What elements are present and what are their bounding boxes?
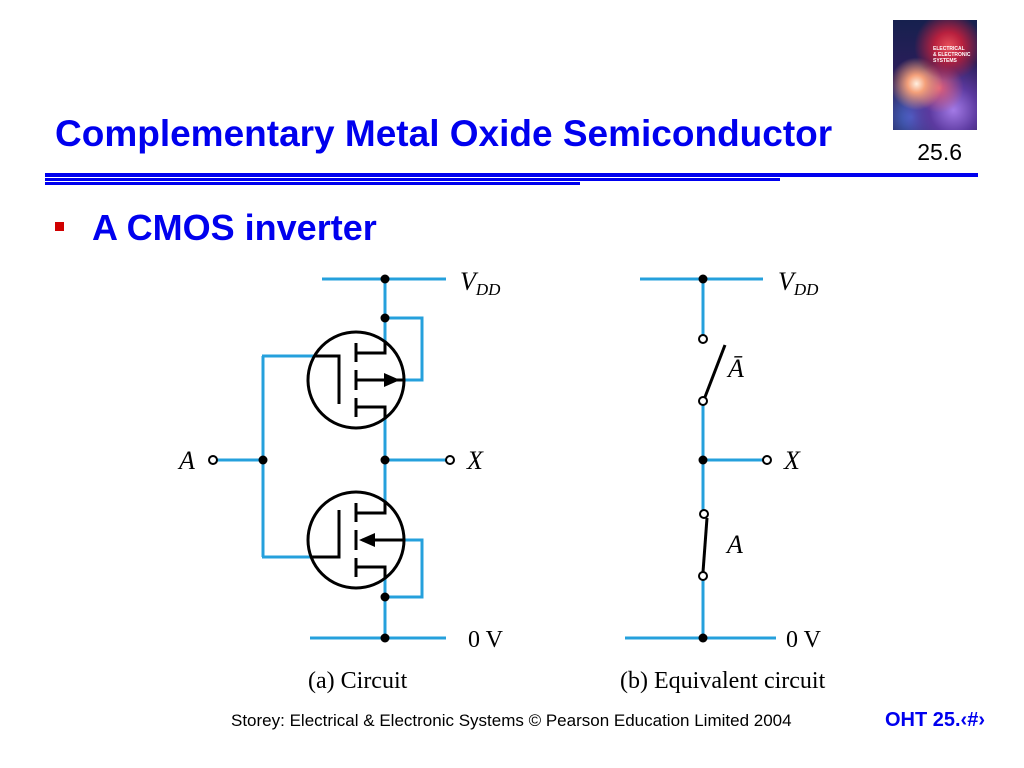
upper-switch-bottom-terminal: [698, 396, 708, 406]
bullet-square-icon: [55, 222, 64, 231]
book-cover-title: ELECTRICAL & ELECTRONIC SYSTEMS: [933, 46, 971, 64]
pmos-drain-lead: [356, 405, 387, 418]
circuit-diagram: VDD A X 0 V (a) Circuit: [177, 267, 504, 694]
junction-dot: [380, 313, 390, 323]
output-label: X: [466, 446, 484, 475]
pmos-source-lead: [356, 342, 387, 355]
cover-line: & ELECTRONIC: [933, 52, 971, 58]
lower-switch-bottom-terminal: [698, 571, 708, 581]
pmos-gate: [315, 354, 341, 404]
cover-line: ELECTRICAL: [933, 46, 965, 52]
nmos-transistor: [306, 490, 406, 590]
lower-switch-label: A: [725, 530, 743, 559]
vdd-label-main: V: [778, 267, 797, 296]
circuit-caption: (a) Circuit: [308, 668, 408, 694]
output-terminal: [762, 455, 772, 465]
junction-dot: [698, 633, 708, 643]
vdd-label-subscript: DD: [475, 280, 501, 299]
title-rule-short: [45, 182, 580, 185]
pmos-arrow-icon: [384, 373, 400, 387]
book-cover-image: ELECTRICAL & ELECTRONIC SYSTEMS: [893, 20, 977, 130]
junction-dot: [698, 274, 708, 284]
upper-switch-top-terminal: [698, 334, 708, 344]
input-label: A: [177, 446, 195, 475]
cover-line: SYSTEMS: [933, 58, 957, 64]
nmos-gate: [311, 510, 341, 559]
vdd-label: VDD: [460, 267, 501, 299]
nmos-source-lead: [356, 565, 387, 578]
ground-label: 0 V: [468, 627, 504, 653]
pmos-body-connection: [385, 316, 424, 382]
ground-label: 0 V: [786, 627, 822, 653]
junction-dot: [380, 592, 390, 602]
nmos-drain-lead: [356, 502, 387, 515]
pmos-transistor: [306, 330, 406, 430]
junction-dot: [380, 633, 390, 643]
upper-switch-label: Ā: [726, 354, 744, 383]
junction-dot: [698, 455, 708, 465]
title-rule-long: [45, 173, 978, 177]
title-rule-medium: [45, 178, 780, 181]
vdd-label: VDD: [778, 267, 819, 299]
junction-dot: [380, 455, 390, 465]
bullet-text: A CMOS inverter: [92, 207, 377, 248]
vdd-label-main: V: [460, 267, 479, 296]
vdd-label-subscript: DD: [793, 280, 819, 299]
junction-dot: [258, 455, 268, 465]
section-number: 25.6: [917, 139, 962, 165]
footer-page-number: OHT 25.‹#›: [884, 709, 985, 731]
lower-switch-blade-closed: [701, 517, 709, 573]
output-label: X: [783, 446, 801, 475]
equivalent-circuit-diagram: VDD Ā A X 0 V (b) Equivalent circuit: [620, 267, 826, 694]
lower-switch-top-terminal: [699, 509, 709, 519]
slide-title: Complementary Metal Oxide Semiconductor: [55, 113, 833, 154]
output-terminal: [445, 455, 455, 465]
footer-credit: Storey: Electrical & Electronic Systems …: [231, 711, 792, 730]
equivalent-circuit-caption: (b) Equivalent circuit: [620, 668, 826, 694]
upper-switch-blade-open: [703, 344, 727, 398]
nmos-body-connection: [385, 538, 424, 599]
input-terminal: [208, 455, 218, 465]
nmos-arrow-icon: [359, 533, 375, 547]
junction-dot: [380, 274, 390, 284]
